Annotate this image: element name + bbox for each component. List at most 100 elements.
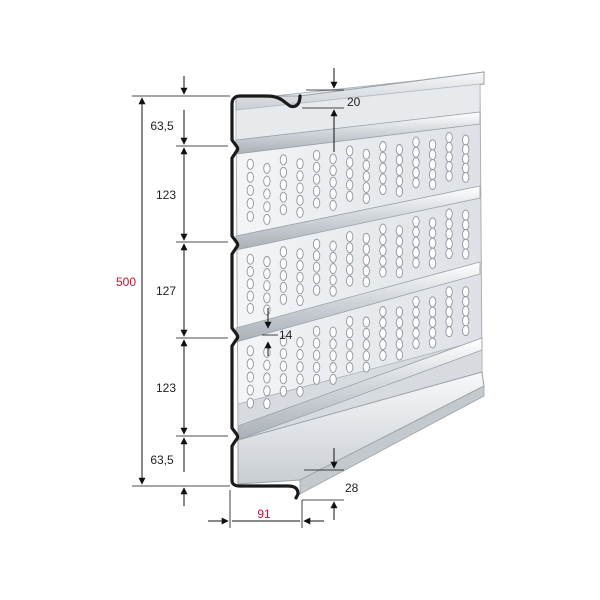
- perforation-hole: [346, 361, 354, 373]
- perforation-hole: [395, 327, 404, 339]
- perforation-hole: [412, 136, 420, 148]
- perforation-hole: [379, 162, 387, 174]
- perforation-hole: [362, 254, 370, 266]
- perforation-hole: [279, 191, 288, 203]
- perforation-hole: [312, 161, 321, 173]
- perforation-hole: [329, 176, 337, 188]
- perforation-hole: [428, 306, 437, 318]
- perforation-hole: [395, 267, 404, 279]
- perforation-hole: [346, 156, 354, 168]
- perforation-hole: [395, 349, 404, 361]
- perforation-hole: [346, 168, 354, 180]
- dimension-annotations: 500 63,5 123 127 123 63,5 20 14 28: [116, 68, 361, 528]
- perforation-hole: [246, 358, 254, 370]
- perforation-hole: [279, 166, 288, 178]
- perforation-hole: [445, 296, 453, 308]
- perforation-hole: [279, 258, 288, 270]
- perforation-hole: [412, 226, 420, 238]
- perforation-hole: [445, 238, 453, 250]
- perforation-hole: [296, 385, 304, 397]
- perforation-hole: [445, 208, 453, 220]
- perforation-hole: [346, 264, 354, 276]
- rib-depth-label: 14: [279, 328, 293, 342]
- perforation-hole: [412, 306, 420, 318]
- perforation-hole: [329, 350, 337, 362]
- perforation-hole: [346, 242, 354, 254]
- perforation-hole: [263, 385, 271, 397]
- perforation-hole: [462, 229, 470, 240]
- perforation-hole: [362, 243, 370, 255]
- perforation-hole: [346, 190, 354, 202]
- perforation-hole: [462, 162, 470, 174]
- perforation-hole: [346, 275, 354, 287]
- perforation-hole: [428, 327, 437, 339]
- perforation-hole: [428, 337, 437, 349]
- perforation-hole: [362, 339, 370, 351]
- perforation-hole: [462, 238, 470, 250]
- perforation-hole: [329, 199, 337, 211]
- perforation-hole: [312, 261, 321, 273]
- perforation-hole: [428, 169, 437, 180]
- perforation-hole: [263, 175, 271, 187]
- perforation-hole: [395, 225, 404, 237]
- perforation-hole: [296, 260, 304, 271]
- perforation-hole: [246, 158, 254, 170]
- perforation-hole: [312, 284, 321, 296]
- perforation-hole: [395, 306, 404, 318]
- perforation-hole: [395, 165, 404, 176]
- perforation-hole: [296, 158, 304, 170]
- perforation-hole: [462, 143, 470, 155]
- perforation-hole: [462, 286, 470, 298]
- perforation-hole: [379, 234, 387, 246]
- perforation-hole: [362, 148, 370, 160]
- perforation-hole: [346, 327, 354, 339]
- perforation-hole: [428, 247, 437, 259]
- perforation-hole: [329, 188, 337, 200]
- perforation-hole: [346, 179, 354, 191]
- perforation-hole: [296, 349, 304, 360]
- perforation-hole: [362, 170, 370, 182]
- perforation-hole: [412, 327, 420, 339]
- perforation-hole: [296, 170, 304, 182]
- perforation-hole: [412, 236, 420, 248]
- perforation-hole: [263, 280, 271, 292]
- perforation-hole: [279, 204, 288, 216]
- perforation-hole: [395, 185, 404, 197]
- perforation-hole: [445, 151, 453, 163]
- perforation-hole: [312, 373, 321, 385]
- perforation-hole: [462, 171, 470, 183]
- perforation-hole: [329, 251, 337, 263]
- perforation-hole: [312, 149, 321, 161]
- perforation-hole: [379, 173, 387, 185]
- perforation-hole: [462, 296, 470, 307]
- perforation-hole: [395, 235, 404, 247]
- perforation-hole: [329, 326, 337, 338]
- perforation-hole: [279, 246, 288, 258]
- perforation-hole: [379, 306, 387, 317]
- perforation-hole: [346, 315, 354, 327]
- perforation-hole: [329, 362, 337, 373]
- top-segment-label: 63,5: [150, 119, 174, 133]
- bottom-lip-label: 28: [345, 481, 359, 495]
- perforation-hole: [296, 283, 304, 295]
- perforation-hole: [346, 145, 354, 157]
- perforation-hole: [263, 256, 271, 267]
- perforation-hole: [362, 232, 370, 244]
- perforation-hole: [362, 265, 370, 277]
- perforation-hole: [279, 385, 288, 397]
- segment-3-label: 127: [156, 284, 176, 298]
- perforation-hole: [263, 213, 271, 225]
- perforation-hole: [412, 247, 420, 258]
- perforation-hole: [379, 223, 387, 235]
- perforation-hole: [462, 134, 470, 146]
- perforation-hole: [329, 263, 337, 275]
- perforation-hole: [362, 159, 370, 171]
- perforation-hole: [428, 237, 437, 249]
- perforation-hole: [246, 197, 254, 209]
- perforation-hole: [362, 327, 370, 339]
- perforation-hole: [263, 268, 271, 280]
- perforation-hole: [312, 337, 321, 349]
- perforation-hole: [395, 246, 404, 258]
- bottom-lip-face: [299, 385, 485, 495]
